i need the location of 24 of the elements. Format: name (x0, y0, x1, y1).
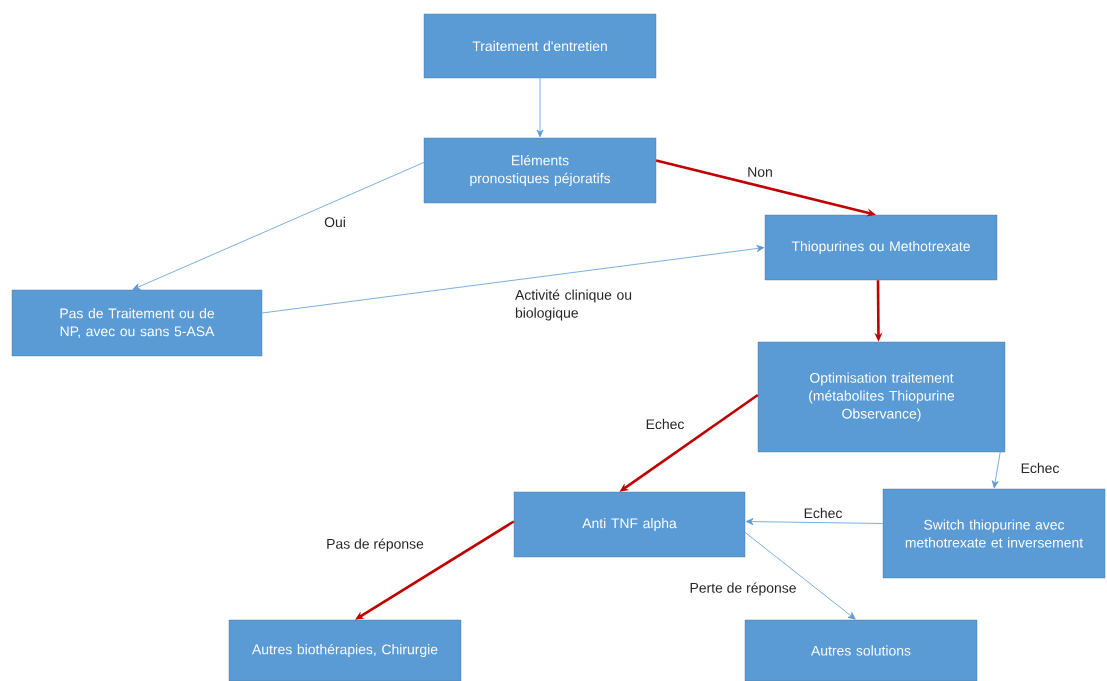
arrow (355, 520, 515, 620)
arrow (744, 532, 856, 620)
process-box: Anti TNF alpha (513, 491, 746, 558)
arrow (536, 77, 544, 138)
edge-label: Echec (644, 417, 686, 431)
process-box: Pas de Traitement ou de NP, avec ou sans 5-ASA (11, 289, 263, 357)
process-box: Optimisation traitement (métabolites Thiopurine Observance) (757, 341, 1006, 453)
arrow (991, 451, 1001, 489)
arrow (132, 162, 425, 290)
process-box: Traitement d'entretien (423, 13, 657, 79)
arrow (745, 518, 884, 526)
process-box: Autres solutions (744, 619, 978, 681)
process-box: Thiopurines ou Methotrexate (764, 214, 998, 281)
process-box: Autres biothérapies, Chirurgie (228, 619, 462, 681)
edge-label: Perte de réponse (688, 581, 798, 597)
edge-label: Non (746, 166, 774, 178)
edge-label: Activité clinique ou biologique (514, 288, 636, 322)
process-box: Eléments pronostiques péjoratifs (423, 137, 657, 204)
edge-label: Pas de réponse (325, 537, 425, 553)
arrow (261, 245, 765, 314)
process-box: Switch thiopurine avec methotrexate et inversement (882, 488, 1106, 579)
edge-label: Echec (1019, 461, 1061, 475)
edge-label: Oui (323, 215, 347, 229)
edge-label: Echec (802, 506, 844, 520)
